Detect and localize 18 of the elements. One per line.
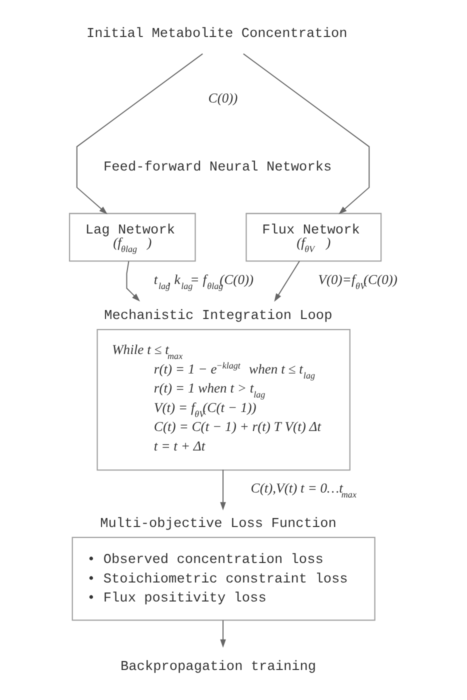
label: Feed-forward Neural Networks [104,160,332,176]
arrow [126,261,140,302]
node-box: • Observed concentration loss • Stoichiometric constraint loss • Flux positivity loss [72,536,376,621]
node-text: Backpropagation training [120,660,316,676]
arrow [76,53,203,214]
node-text: Initial Metabolite Concentration [86,26,348,42]
node-box: While t ≤ t$_{max}$ r(t) = 1 − e$^{−klagt}$ when t ≤ t$_{lag}$ r(t) = 1 when t > t$_{lag}$ V(t) = f$_{θV}$(C(t − 1)) C(t) = C(t − 1) + r(t) T V(t) Δt t = t + Δt [96,329,350,471]
edge-label: C(t),V(t) t = 0…t$_{max}$ [250,480,356,500]
label: C(0)) [208,90,238,106]
node-box: Lag Network (f$_{θlag}$ ) [68,212,196,262]
arrow [274,260,300,302]
node-label: Multi-objective Loss Function [100,516,336,532]
arrow [220,470,226,510]
arrow [220,620,226,648]
edge-label: V(0)=f$_{θV}$(C(0)) [318,272,398,291]
arrow [243,53,370,214]
node-label: Mechanistic Integration Loop [104,308,332,324]
node-box: Flux Network (f$_{θV}$ ) [246,212,382,262]
